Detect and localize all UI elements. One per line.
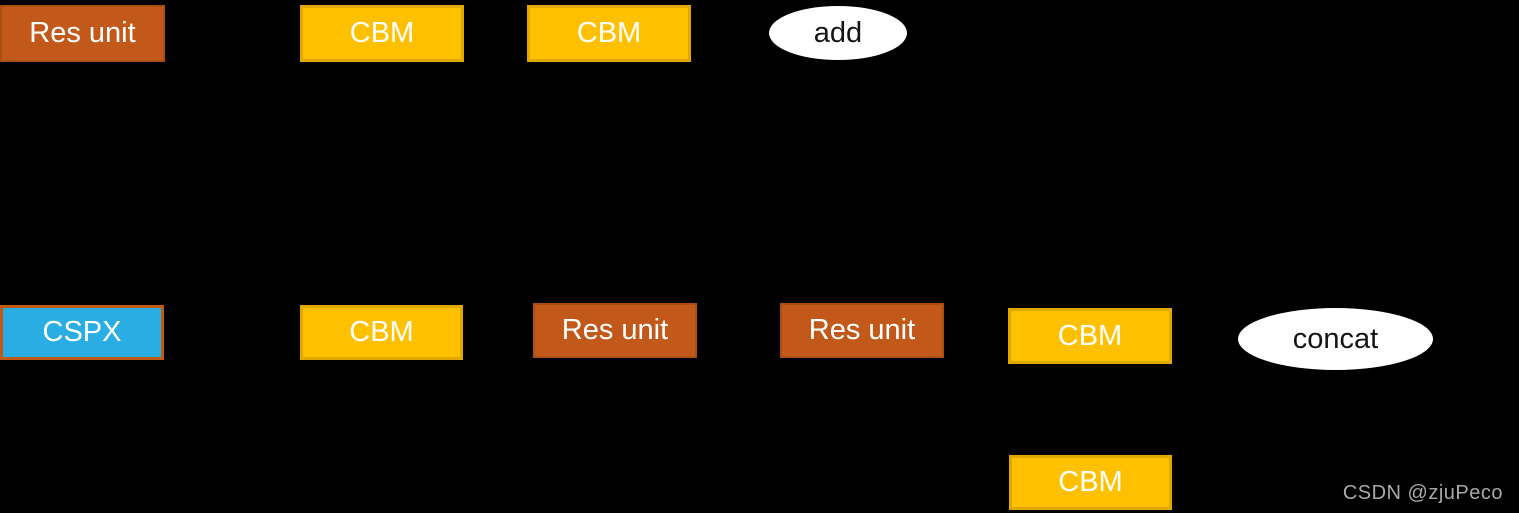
cbm-block: CBM: [1009, 455, 1172, 510]
add-ellipse: add: [769, 6, 907, 60]
cspx-block: CSPX: [0, 305, 164, 360]
concat-ellipse: concat: [1238, 308, 1433, 370]
cbm-block: CBM: [300, 305, 463, 360]
res-unit-block: Res unit: [533, 303, 697, 358]
cbm-block: CBM: [527, 5, 691, 62]
cbm-block: CBM: [300, 5, 464, 62]
res-unit-block: Res unit: [780, 303, 944, 358]
res-unit-block: Res unit: [0, 5, 165, 62]
cbm-block: CBM: [1008, 308, 1172, 364]
watermark: CSDN @zjuPeco: [1342, 482, 1503, 504]
